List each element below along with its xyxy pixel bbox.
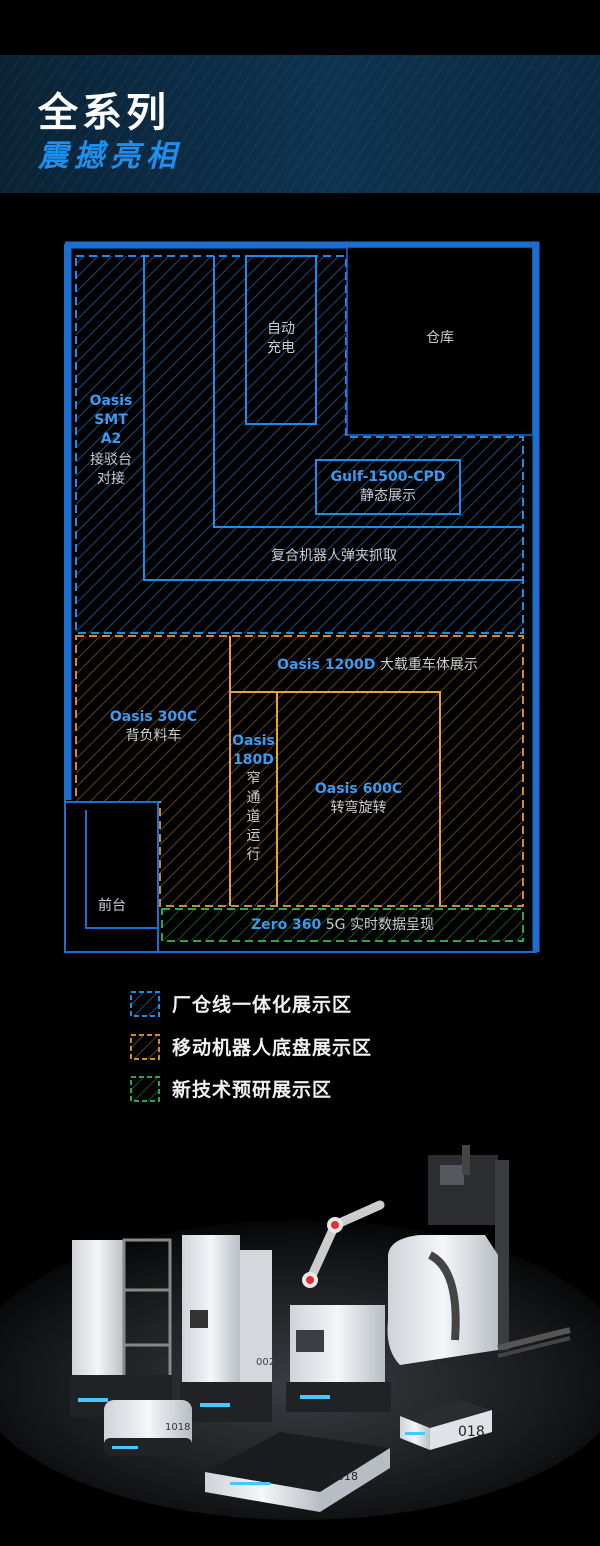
legend-swatch-green xyxy=(130,1075,160,1102)
header-banner xyxy=(0,55,600,193)
small-robot-left: 1018 xyxy=(104,1400,192,1456)
legend-swatch-blue xyxy=(130,990,160,1017)
robot-label-a: 018 xyxy=(458,1424,485,1440)
legend-item: 移动机器人底盘展示区 xyxy=(130,1033,372,1060)
o180-desc: 窄 通 道 运 行 xyxy=(246,771,261,863)
warehouse-label: 仓库 xyxy=(426,330,454,346)
front-desk-fill xyxy=(66,803,157,951)
cabinet-robot: 002 xyxy=(180,1235,275,1422)
page-title: 全系列 xyxy=(38,90,170,136)
charging-outline xyxy=(245,255,317,425)
gulf-box xyxy=(315,459,461,515)
arm-robot xyxy=(286,1200,391,1412)
legend-label: 新技术预研展示区 xyxy=(172,1079,333,1101)
legend-item: 厂仓线一体化展示区 xyxy=(130,990,352,1017)
smt-desc: 接驳台 对接 xyxy=(90,452,132,487)
blue-zone xyxy=(75,255,524,634)
charging-label: 自动 充电 xyxy=(267,321,295,356)
smt-name: Oasis SMT A2 xyxy=(89,393,133,447)
gulf-outline xyxy=(213,256,523,528)
o300-name: Oasis 300C xyxy=(109,709,198,725)
o600-desc: 转弯旋转 xyxy=(330,800,387,816)
legend-item: 新技术预研展示区 xyxy=(130,1075,332,1102)
zero-label: Zero 360 5G 实时数据呈现 xyxy=(251,917,434,933)
o180-name: Oasis 180D xyxy=(232,733,275,768)
composite-outline xyxy=(143,256,523,581)
robots-illustration: 002 1018 1018 xyxy=(0,1145,600,1520)
warehouse-zone xyxy=(346,246,534,436)
platform-robot: 1018 xyxy=(205,1432,390,1512)
forklift-robot xyxy=(387,1145,571,1365)
robot-label-d: 002 xyxy=(256,1357,275,1368)
legend-swatch-orange xyxy=(130,1033,160,1060)
robot-label-c: 1018 xyxy=(330,1470,358,1483)
gulf-desc: 静态展示 xyxy=(360,488,416,504)
o1200-inner xyxy=(230,691,441,906)
floor-frame xyxy=(65,241,540,952)
green-zone xyxy=(161,908,524,942)
page-subtitle: 震撼亮相 xyxy=(38,139,182,174)
robot-label-b: 1018 xyxy=(165,1422,190,1433)
composite-label: 复合机器人弹夹抓取 xyxy=(271,548,397,564)
o300-desc: 背负料车 xyxy=(125,728,182,744)
small-robot-right: 018 xyxy=(400,1400,492,1450)
gulf-name: Gulf-1500-CPD xyxy=(330,469,446,485)
legend-label: 移动机器人底盘展示区 xyxy=(172,1037,373,1059)
front-desk-label: 前台 xyxy=(98,898,126,914)
o600-name: Oasis 600C xyxy=(314,781,403,797)
legend-label: 厂仓线一体化展示区 xyxy=(172,994,353,1016)
o1200-label: Oasis 1200D 大载重车体展示 xyxy=(277,657,478,673)
